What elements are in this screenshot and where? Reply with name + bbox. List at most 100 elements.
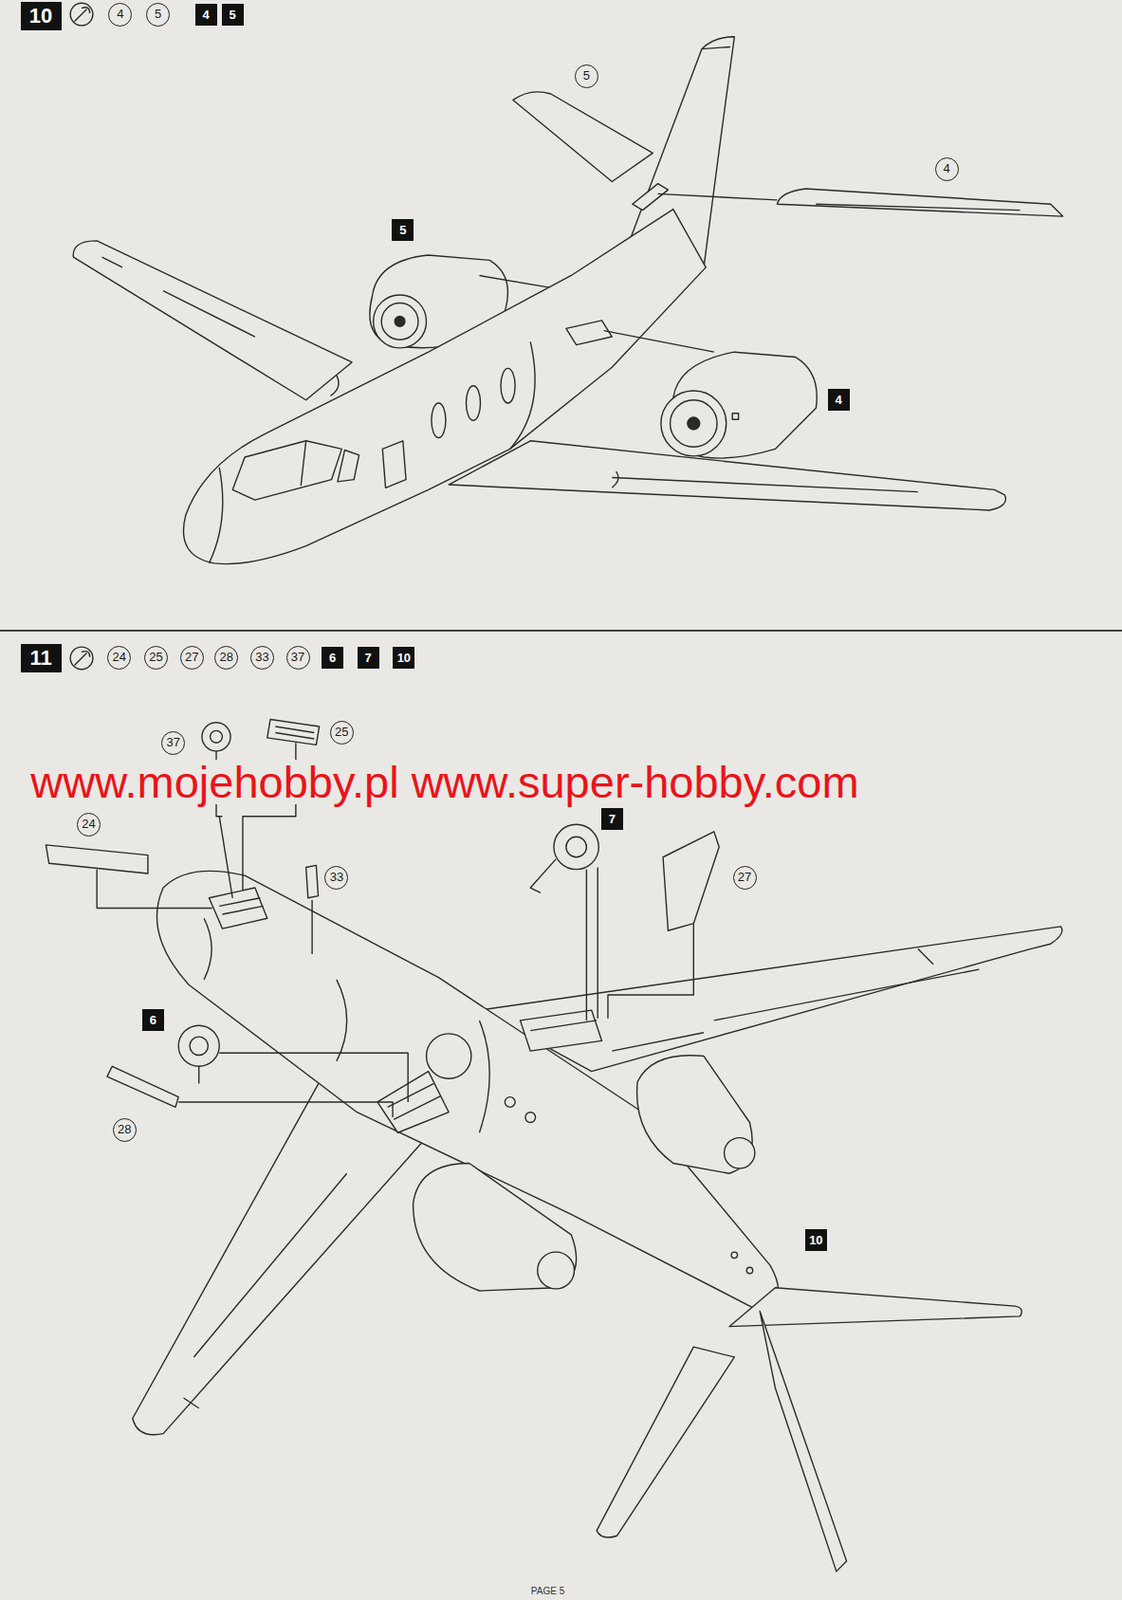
parts-and-leaders <box>306 864 319 898</box>
plane-step-11 <box>203 918 490 1133</box>
plane-step-10 <box>330 375 339 397</box>
plane-step-11 <box>731 1251 737 1258</box>
plane-step-10 <box>183 209 706 565</box>
parts-and-leaders <box>202 722 231 752</box>
plane-step-11 <box>387 1084 442 1121</box>
callout-number: 33 <box>324 865 349 890</box>
plane-step-10 <box>701 46 731 49</box>
page-number: PAGE 5 <box>531 1585 565 1598</box>
glue-icon <box>70 2 93 670</box>
parts-and-leaders <box>210 730 223 743</box>
plane-step-11 <box>759 1311 847 1572</box>
parts-and-leaders <box>311 900 313 955</box>
callout-number: 28 <box>214 645 239 670</box>
subassembly-number: 6 <box>321 646 344 669</box>
parts-and-leaders <box>566 836 588 858</box>
plane-step-10 <box>208 467 222 564</box>
subassembly-number: 10 <box>805 1229 828 1251</box>
plane-step-11 <box>729 1287 1022 1327</box>
step-number: 10 <box>20 1 62 31</box>
parts-and-leaders <box>530 859 556 894</box>
parts-and-leaders <box>199 1052 408 1103</box>
plane-step-11 <box>208 887 267 929</box>
glue-icon <box>70 2 93 26</box>
plane-step-11 <box>746 1267 753 1273</box>
parts-and-leaders <box>107 1066 179 1107</box>
callout-number: 37 <box>286 645 311 670</box>
plane-step-10 <box>382 441 406 488</box>
subassembly-number: 4 <box>195 3 218 26</box>
plane-step-11 <box>426 1033 472 1079</box>
plane-step-10 <box>381 303 419 341</box>
subassembly-number: 5 <box>221 3 244 26</box>
glue-icon <box>74 651 91 666</box>
parts-and-leaders <box>178 1025 220 1067</box>
plane-step-10 <box>611 471 919 493</box>
plane-step-10 <box>566 320 612 346</box>
plane-step-10 <box>102 257 256 337</box>
plane-step-10 <box>300 441 306 486</box>
plane-step-11 <box>478 926 1062 1072</box>
glue-icon <box>74 7 91 22</box>
callout-number: 5 <box>146 2 170 27</box>
parts-and-leaders <box>662 831 719 931</box>
plane-step-11 <box>504 1097 516 1108</box>
plane-step-10 <box>232 441 342 500</box>
callout-number: 5 <box>574 64 599 89</box>
plane-step-10 <box>732 413 738 420</box>
plane-step-10 <box>670 400 718 447</box>
plane-step-10 <box>431 403 446 439</box>
glue-icon <box>70 646 93 670</box>
callout-number: 25 <box>330 720 354 745</box>
plane-step-10 <box>661 390 727 457</box>
step-divider <box>0 629 1122 632</box>
callout-number: 28 <box>112 1118 137 1142</box>
subassembly-number: 5 <box>391 219 414 241</box>
callout-number: 33 <box>250 645 275 670</box>
plane-step-10 <box>776 188 1063 217</box>
parts-and-leaders <box>96 869 213 909</box>
plane-step-10 <box>604 331 715 353</box>
callout-number: 25 <box>144 645 168 670</box>
plane-step-10 <box>465 386 480 422</box>
subassembly-number: 7 <box>601 808 624 830</box>
plane-step-11 <box>413 1163 577 1291</box>
plane-step-10 <box>500 367 516 404</box>
callout-number: 27 <box>733 865 757 890</box>
plane-step-10 <box>394 316 405 328</box>
parts-and-leaders <box>45 845 148 874</box>
plane-step-11 <box>537 1251 575 1289</box>
plane-step-10 <box>73 36 1063 565</box>
subassembly-number: 4 <box>827 388 850 411</box>
callout-number: 4 <box>108 2 132 27</box>
plane-step-10 <box>513 91 653 183</box>
plane-step-11 <box>611 949 979 1052</box>
callout-number: 37 <box>161 731 185 755</box>
parts-and-leaders <box>178 1102 393 1118</box>
callout-number: 24 <box>76 812 101 837</box>
plane-step-10 <box>815 203 1020 210</box>
subassembly-number: 7 <box>357 646 380 669</box>
plane-step-10 <box>658 193 778 200</box>
callout-number: 27 <box>180 645 204 670</box>
plane-step-10 <box>632 183 669 211</box>
plane-step-11 <box>530 1020 597 1031</box>
watermark: www.mojehobby.pl www.super-hobby.com <box>30 759 859 805</box>
plane-step-10 <box>337 449 360 481</box>
plane-step-10 <box>687 417 700 430</box>
plane-step-11 <box>183 1173 348 1408</box>
plane-step-11 <box>219 898 263 915</box>
plane-step-11 <box>519 1010 602 1051</box>
parts-and-leaders <box>275 726 314 739</box>
plane-step-11 <box>156 870 778 1311</box>
callout-number: 24 <box>107 645 131 670</box>
plane-step-10 <box>510 341 535 449</box>
subassembly-number: 6 <box>142 1009 165 1031</box>
plane-step-11 <box>596 1346 735 1538</box>
parts-and-leaders <box>553 824 599 869</box>
plane-step-10 <box>373 294 427 349</box>
subassembly-number: 10 <box>392 646 415 669</box>
callout-number: 4 <box>935 157 959 182</box>
